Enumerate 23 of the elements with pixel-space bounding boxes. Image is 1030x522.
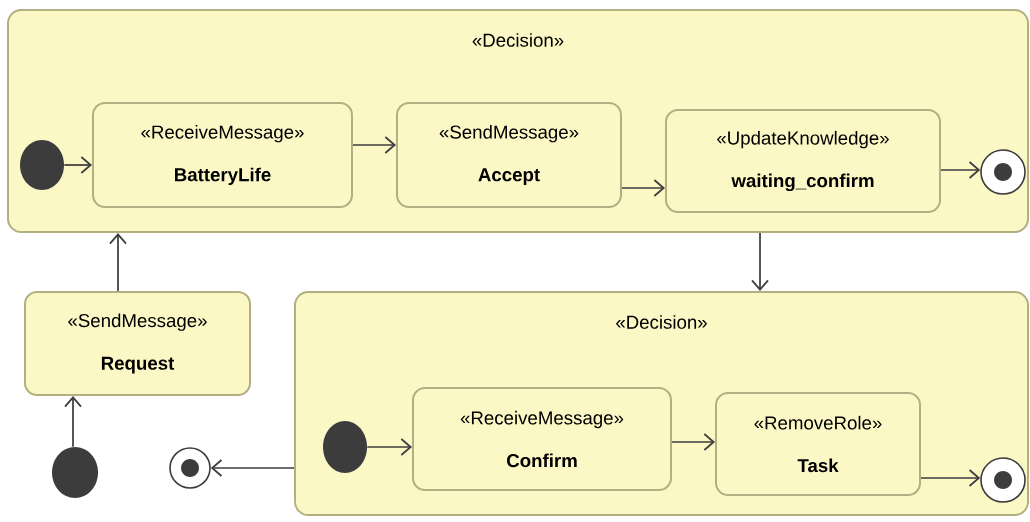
action-box: «SendMessage» Request bbox=[24, 291, 251, 396]
final-node bbox=[980, 457, 1026, 503]
initial-node bbox=[20, 140, 64, 190]
action-box: «ReceiveMessage» Confirm bbox=[412, 387, 672, 491]
arrow bbox=[920, 469, 981, 487]
arrow bbox=[940, 161, 981, 179]
initial-node bbox=[52, 447, 98, 498]
arrow bbox=[109, 233, 127, 292]
arrow bbox=[751, 232, 769, 291]
final-node bbox=[169, 447, 211, 489]
arrow bbox=[366, 438, 412, 456]
arrow bbox=[671, 433, 715, 451]
initial-node bbox=[323, 421, 367, 473]
action-box: «UpdateKnowledge» waiting_confirm bbox=[665, 109, 941, 213]
action-box: «SendMessage» Accept bbox=[396, 102, 622, 208]
action-box: «ReceiveMessage» BatteryLife bbox=[92, 102, 353, 208]
action-box: «RemoveRole» Task bbox=[715, 392, 921, 496]
arrow bbox=[621, 179, 665, 197]
arrow bbox=[64, 396, 82, 448]
arrow bbox=[210, 459, 295, 477]
final-node bbox=[980, 149, 1026, 195]
arrow bbox=[63, 156, 92, 174]
arrow bbox=[352, 136, 396, 154]
